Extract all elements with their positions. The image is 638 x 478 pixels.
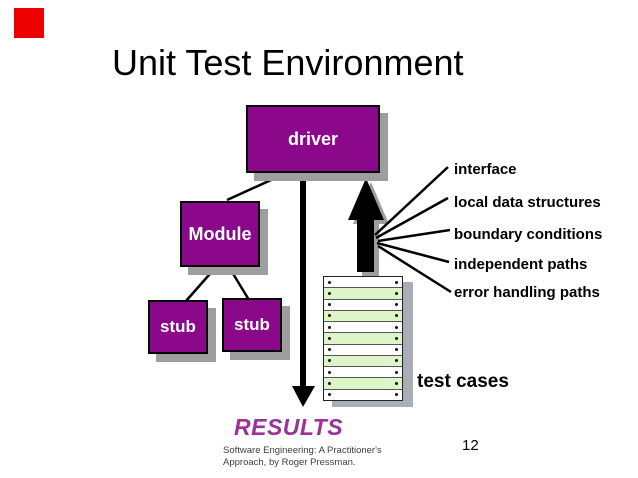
annotation-line-interface [374,166,449,236]
row-dot-icon [395,280,398,284]
annotation-line-boundary-conditions [377,228,451,243]
test-case-row [324,355,402,368]
annotation-line-independent-paths [376,241,450,264]
footer-attribution: Software Engineering: A Practitioner's A… [223,445,382,468]
row-dot-icon [395,348,398,352]
row-dot-icon [328,348,331,352]
row-dot-icon [328,314,331,318]
annotation-line-error-handling-paths [377,244,452,294]
stub-left-box-label: stub [160,317,196,336]
connector-driver-module [226,173,283,202]
stub-right-box-label: stub [234,315,270,334]
row-dot-icon [395,303,398,307]
module-box-label: Module [188,223,252,244]
test-case-row [324,333,402,345]
driver-box: driver [246,105,380,173]
driver-box-label: driver [287,128,339,149]
annotation-independent-paths: independent paths [454,256,588,273]
row-dot-icon [395,359,398,363]
row-dot-icon [395,291,398,295]
row-dot-icon [328,393,331,397]
annotation-boundary-conditions: boundary conditions [454,226,603,243]
row-dot-icon [395,336,398,340]
row-dot-icon [328,359,331,363]
test-case-row [324,389,402,400]
test-case-row [324,322,402,334]
row-dot-icon [328,336,331,340]
stub-right-box: stub [222,298,282,352]
annotation-line-local-data-structures [375,196,449,240]
results-label: RESULTS [234,414,344,440]
stub-left-box: stub [148,300,208,354]
row-dot-icon [328,370,331,374]
annotation-interface: interface [454,161,517,178]
test-case-row [324,299,402,311]
module-box: Module [180,201,260,267]
test-cases-stack [323,276,403,401]
footer-line-2: Approach, by Roger Pressman. [223,456,356,468]
annotation-error-handling-paths: error handling paths [454,284,600,301]
testcases-up-arrow-icon [348,178,384,272]
connector-module-stub-right [227,266,251,301]
connector-module-stub-left [185,266,217,302]
results-down-arrow-head-icon [292,386,315,407]
test-case-row [324,288,402,300]
row-dot-icon [395,393,398,397]
row-dot-icon [328,303,331,307]
slide-title: Unit Test Environment [112,42,464,83]
test-cases-label: test cases [417,371,509,392]
row-dot-icon [395,314,398,318]
row-dot-icon [328,291,331,295]
test-case-row [324,277,402,289]
test-case-row [324,344,402,356]
test-case-row [324,367,402,379]
row-dot-icon [395,382,398,386]
row-dot-icon [328,325,331,329]
row-dot-icon [328,382,331,386]
red-accent-square [14,8,44,38]
row-dot-icon [395,370,398,374]
row-dot-icon [395,325,398,329]
page-number: 12 [462,437,479,454]
annotation-local-data-structures: local data structures [454,194,601,211]
row-dot-icon [328,280,331,284]
test-case-row [324,310,402,323]
footer-line-1: Software Engineering: A Practitioner's [223,445,382,456]
test-case-row [324,378,402,390]
